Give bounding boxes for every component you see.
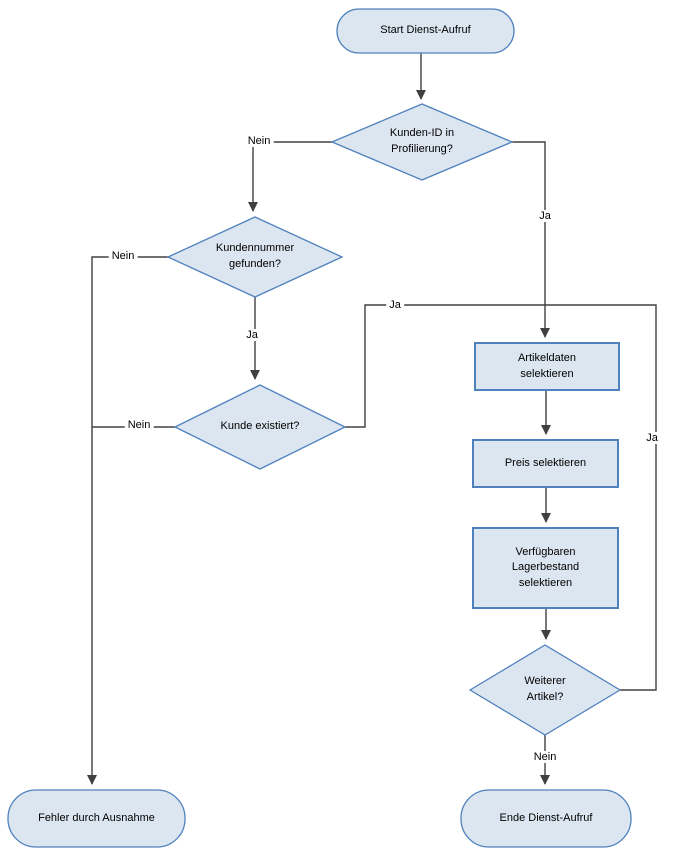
terminator-fehler-shape (7, 789, 186, 848)
process-artikeldaten-shape (474, 342, 620, 391)
edge-ja-loop (345, 304, 657, 691)
start-node-shape (336, 8, 515, 54)
decision-kundennummer-shape (166, 216, 344, 298)
decision-kunden-id-shape (330, 103, 514, 181)
edge-kunden-id-ja (512, 141, 550, 338)
process-preis-shape (472, 439, 619, 488)
terminator-ende-shape (460, 789, 632, 848)
decision-weiterer-artikel-shape (468, 644, 622, 736)
edge-kunden-id-nein (248, 141, 332, 212)
decision-kunde-existiert-shape (173, 384, 347, 470)
edge-kundennummer-nein (87, 256, 168, 785)
process-lagerbestand-shape (472, 527, 619, 609)
